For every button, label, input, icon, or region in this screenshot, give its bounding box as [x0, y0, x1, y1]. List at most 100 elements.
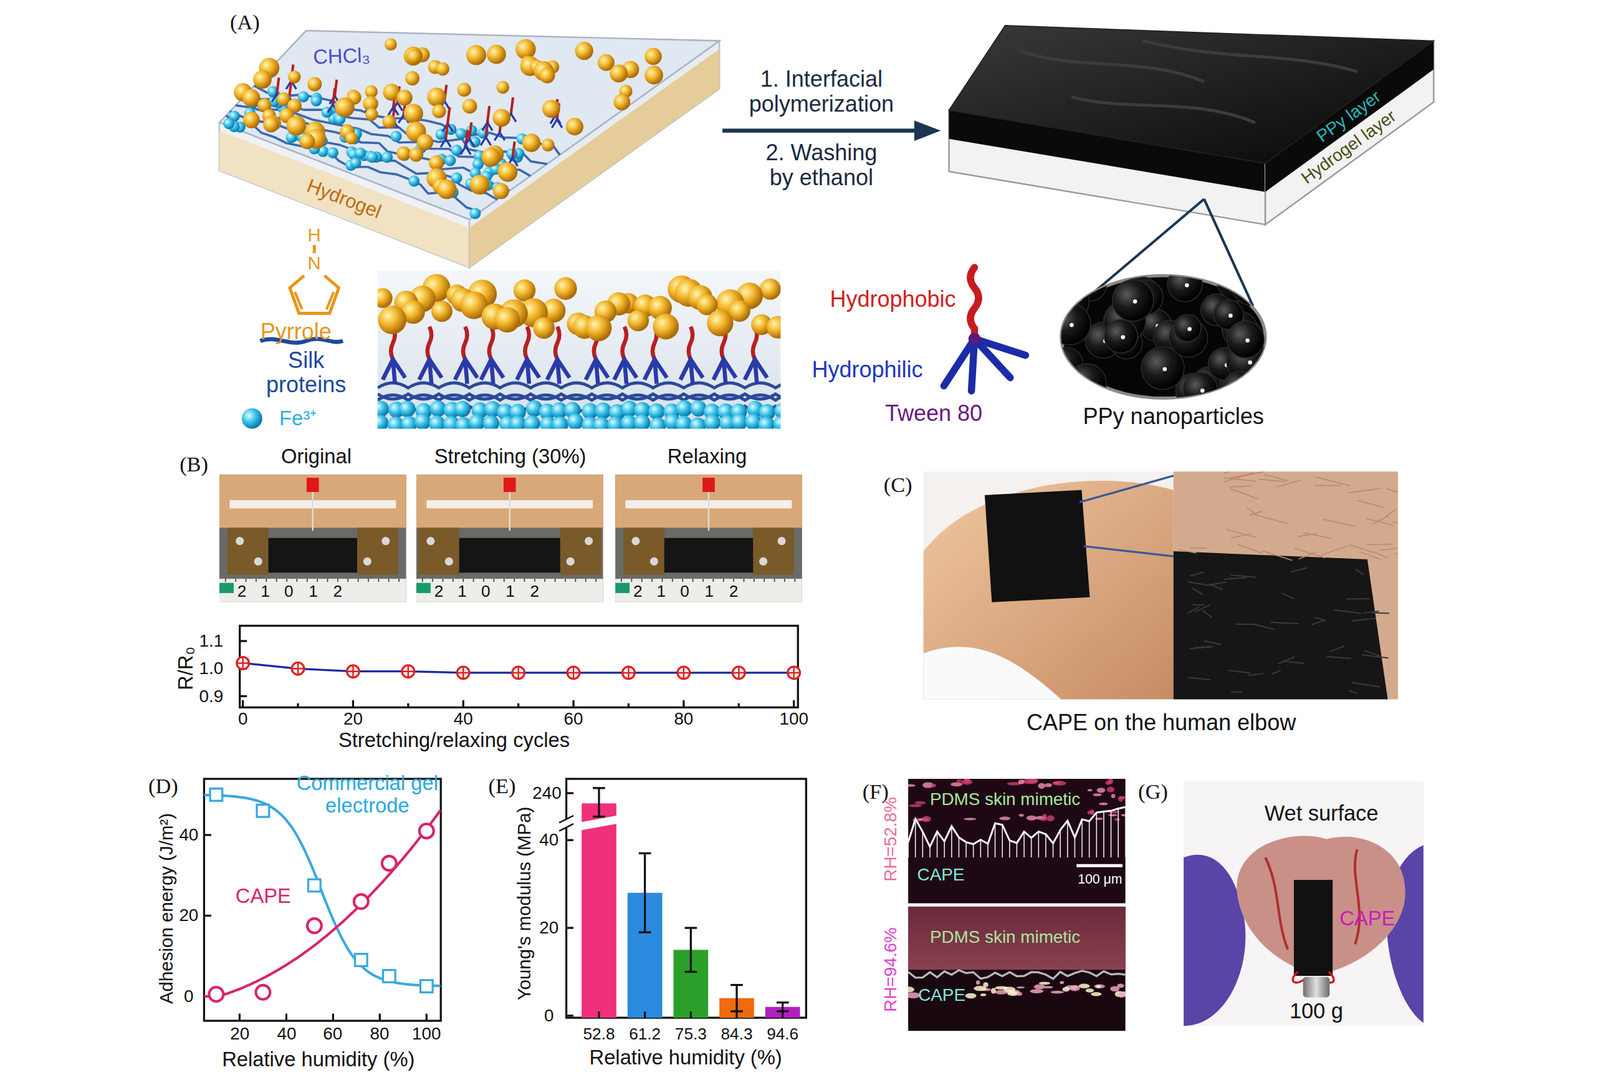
tick-label: 40	[539, 830, 559, 850]
surfactant-head	[613, 359, 637, 384]
skin-line	[1293, 547, 1326, 558]
data-marker	[512, 666, 525, 679]
data-marker	[382, 855, 397, 871]
wire	[509, 491, 511, 531]
tween-molecule	[943, 267, 1026, 391]
surfactant-head	[644, 359, 667, 384]
ruler-tick	[784, 578, 786, 582]
tick	[462, 699, 465, 707]
profile-hatch	[1074, 837, 1076, 858]
atom-label: N	[307, 253, 321, 274]
axis-break	[577, 814, 623, 831]
iron-ion	[377, 400, 389, 417]
surfactant-tail	[688, 326, 694, 360]
hydrophobic-tail	[970, 267, 979, 340]
particle-highlight	[1187, 326, 1192, 331]
pyrrole-monomer	[466, 44, 487, 65]
panel-letter: (D)	[148, 774, 179, 798]
sample	[268, 537, 358, 573]
pyrrole-monomer	[481, 147, 501, 167]
profile-hatch	[1009, 840, 1011, 858]
surfactant-tail	[276, 77, 279, 94]
atom-label: H	[307, 224, 321, 245]
surfactant-tail	[555, 326, 560, 360]
ruler-tick	[388, 578, 390, 582]
solvent-label: CHCl₃	[312, 43, 371, 68]
axis-title: R/R₀	[174, 646, 197, 690]
error-bar	[735, 984, 738, 1011]
pyrrole-monomer	[263, 116, 279, 133]
surfactant-tail	[447, 107, 450, 124]
iron-ion	[773, 415, 781, 429]
speckle	[1096, 984, 1101, 988]
tick	[566, 1014, 574, 1016]
pyrrole-monomer	[287, 70, 301, 83]
particle-highlight	[1245, 338, 1250, 343]
surfactant-tail	[512, 141, 515, 158]
particle-highlight	[1240, 388, 1245, 393]
surfactant-head	[460, 146, 471, 155]
data-marker	[456, 666, 470, 679]
data-marker	[308, 878, 321, 892]
tick	[689, 1010, 692, 1018]
pyrrole-monomer	[522, 133, 542, 153]
pyrrole-monomer	[299, 133, 315, 149]
skin-line	[1366, 543, 1392, 545]
speckle	[964, 992, 977, 998]
speckle	[1044, 782, 1053, 787]
tick	[296, 703, 299, 708]
speckle	[1106, 786, 1115, 793]
data-marker	[420, 979, 433, 993]
patch-texture	[1333, 609, 1362, 613]
electrode-patch	[984, 489, 1091, 603]
ppy-particle	[1054, 376, 1088, 410]
patch-texture	[1271, 670, 1281, 674]
iron-ion	[377, 414, 389, 429]
pyrrole-structure	[241, 244, 343, 429]
ruler-number: 2	[530, 581, 540, 600]
ruler-number: 0	[481, 581, 491, 600]
ruler-tick	[713, 578, 715, 582]
ruler-tick	[255, 578, 257, 582]
tick	[352, 699, 355, 707]
profile-hatch	[914, 818, 917, 858]
skin-line	[1263, 473, 1289, 481]
axis-break	[559, 823, 574, 831]
data-marker	[255, 984, 270, 1000]
pyrrole-monomer	[345, 132, 358, 145]
speckle	[1046, 814, 1054, 821]
photo-title: Stretching (30%)	[434, 445, 587, 468]
skin-line	[1315, 476, 1351, 486]
profile-hatch	[1030, 837, 1033, 858]
speckle	[961, 779, 973, 785]
profile-hatch	[1045, 833, 1047, 858]
tick	[643, 1010, 646, 1018]
data-marker	[355, 953, 368, 967]
profile-hatch	[951, 825, 953, 858]
tick	[241, 699, 244, 707]
speckle	[1052, 780, 1067, 786]
iron-ion	[455, 127, 467, 139]
panel-letter: (B)	[179, 452, 209, 477]
clamp	[357, 527, 398, 575]
speckle	[1108, 813, 1117, 816]
pyrrole-monomer	[565, 117, 584, 136]
ppy-particle	[1067, 363, 1107, 403]
tick	[239, 639, 247, 642]
iron-ion	[593, 416, 610, 429]
ruler-tick	[513, 578, 515, 582]
particle-highlight	[1162, 367, 1167, 372]
tick-label: 1.0	[199, 658, 224, 679]
iron-ion	[398, 400, 416, 417]
interface-line	[908, 969, 1126, 979]
pyrrole-monomer	[585, 314, 612, 341]
pyrrole-monomer	[436, 62, 450, 76]
ring	[289, 275, 340, 314]
profile-hatch	[1052, 842, 1054, 858]
tag	[615, 582, 630, 593]
screw	[363, 557, 372, 566]
skin-line	[1313, 484, 1341, 487]
photo-heart	[1183, 780, 1424, 1026]
sample	[459, 537, 561, 573]
